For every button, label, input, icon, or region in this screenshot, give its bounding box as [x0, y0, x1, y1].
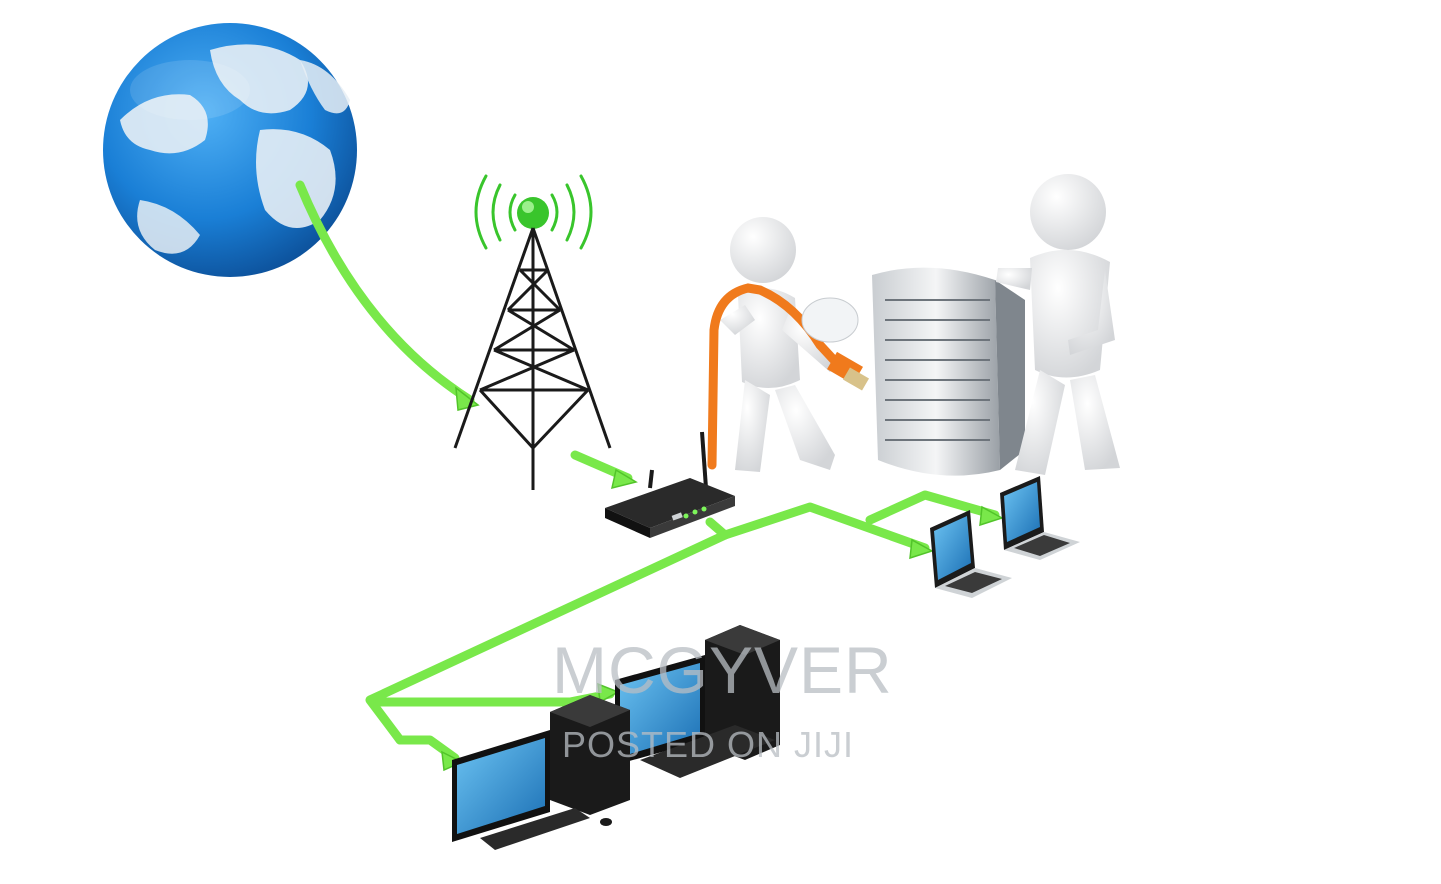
businessman-figure — [996, 174, 1120, 475]
desktop-computer-icon — [615, 625, 780, 778]
desktop-branch-top — [375, 689, 615, 707]
router-to-laptops-link — [720, 502, 930, 553]
laptop-icon-2 — [1000, 476, 1080, 560]
watermark-title: MCGYVER — [552, 633, 893, 707]
arrow-to-desktop-1 — [597, 682, 620, 704]
office-building — [872, 267, 1025, 476]
people-building-icon — [707, 174, 1120, 476]
desktop-computer-icon-2 — [452, 695, 630, 850]
laptops-branch-link — [865, 490, 1000, 525]
router-main-trunk — [365, 517, 730, 745]
arrowheads — [441, 386, 1004, 772]
tower-icon — [453, 174, 612, 490]
desktop-branch-bottom — [395, 735, 460, 763]
arrow-to-router — [611, 468, 638, 490]
arrow-to-laptop-2 — [979, 505, 1004, 527]
arrow-to-laptop-1 — [909, 538, 934, 560]
watermark-subtitle: POSTED ON JIJI — [562, 724, 855, 765]
globe-to-tower-link — [295, 180, 475, 405]
globe-icon — [103, 23, 357, 277]
router-icon — [605, 431, 735, 538]
laptop-icon — [930, 510, 1012, 598]
technician-figure — [707, 217, 870, 472]
